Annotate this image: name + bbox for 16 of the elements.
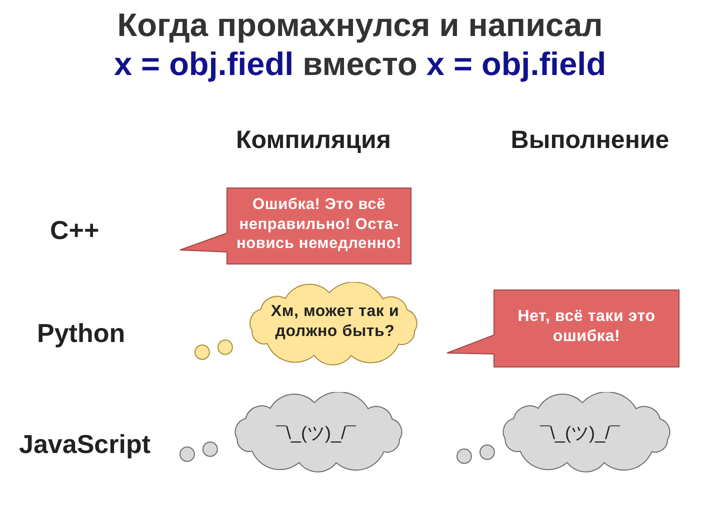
title-text: вместо [302, 46, 418, 82]
code-text: x = obj.fiedl [114, 46, 294, 82]
title: Когда промахнулся и написал [117, 7, 603, 43]
speech-bubble [446, 289, 680, 368]
bubble-text: Ошибка! Это всё неправильно! Оста- новись немедленно! [236, 196, 402, 252]
row-label: JavaScript [19, 429, 151, 459]
column-heading: Компиляция [236, 126, 391, 154]
row-label: C++ [50, 215, 100, 245]
bubble-text: ¯\_(ツ)_/¯ [540, 423, 620, 443]
bubble-text: Нет, всё таки это ошибка! [518, 308, 656, 344]
bubble-text: Хм, может так и должно быть? [270, 303, 400, 340]
speech-bubble [179, 187, 412, 265]
code-text: x = obj.field [426, 46, 606, 82]
row-label: Python [37, 318, 126, 348]
bubble-text: ¯\_(ツ)_/¯ [276, 423, 356, 443]
column-heading: Выполнение [510, 126, 670, 154]
